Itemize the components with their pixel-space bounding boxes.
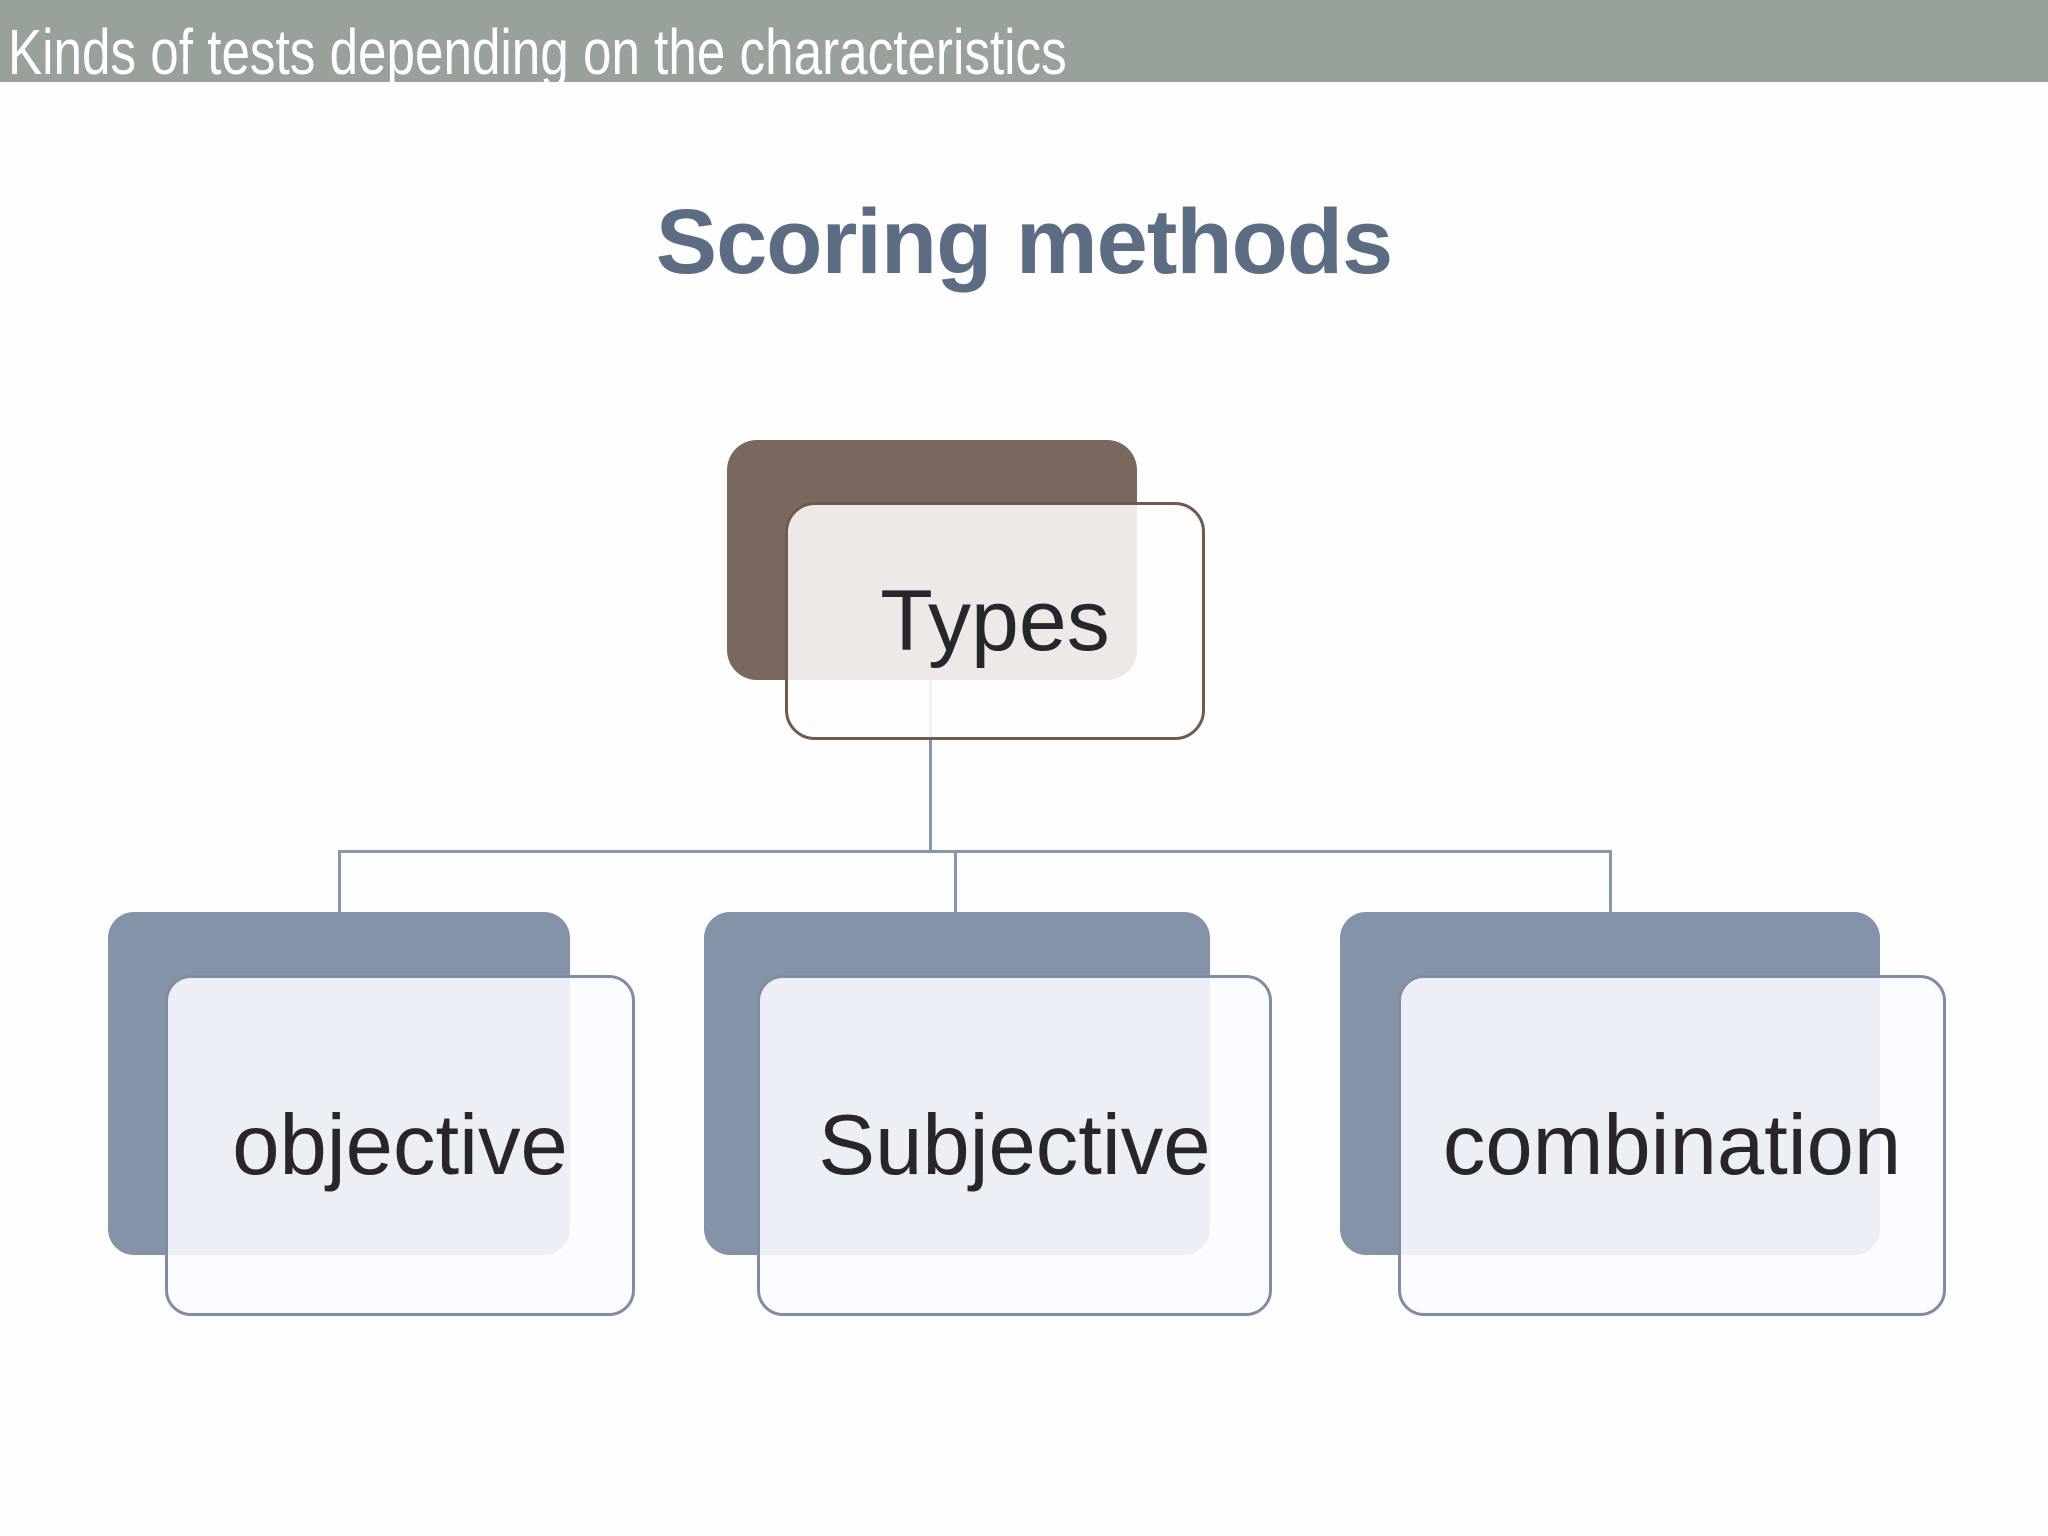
connector-drop-combination [1609, 850, 1612, 912]
child-node-subjective: Subjective [757, 975, 1272, 1316]
child-node-label: Subjective [818, 1098, 1211, 1193]
child-node-combination: combination [1398, 975, 1946, 1316]
connector-horizontal-bus [338, 850, 1612, 853]
header-title: Kinds of tests depending on the characte… [8, 16, 1067, 82]
header-bar: Kinds of tests depending on the characte… [0, 0, 2048, 82]
root-node-label: Types [880, 573, 1110, 669]
connector-drop-subjective [954, 850, 957, 912]
root-node-types: Types [785, 502, 1205, 740]
child-node-label: combination [1442, 1098, 1902, 1193]
page-title: Scoring methods [655, 191, 1393, 293]
child-node-objective: objective [165, 975, 635, 1316]
connector-root-stem [929, 680, 932, 850]
connector-drop-objective [338, 850, 341, 912]
child-node-label: objective [232, 1098, 568, 1193]
